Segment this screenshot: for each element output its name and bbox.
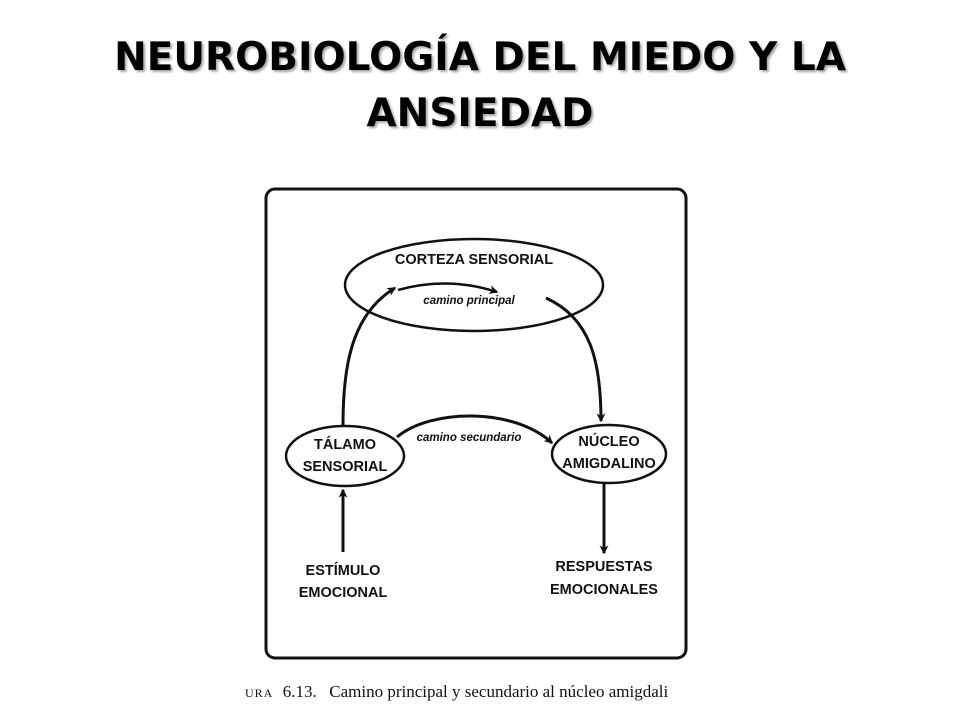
title-line-1: NEUROBIOLOGÍA DEL MIEDO Y LA bbox=[114, 35, 846, 80]
figure-caption: URA 6.13. Camino principal y secundario … bbox=[245, 682, 668, 701]
corteza-sensorial-label: CORTEZA SENSORIAL bbox=[395, 252, 553, 268]
caption-number: 6.13. bbox=[283, 682, 317, 701]
nucleo-amigdalino-node bbox=[550, 423, 668, 485]
respuestas-label-line-2: EMOCIONALES bbox=[550, 582, 658, 598]
arrow-corteza-to-nucleo bbox=[545, 296, 606, 423]
corteza-sensorial-node bbox=[343, 237, 605, 333]
estimulo-label-line-2: EMOCIONAL bbox=[299, 585, 388, 601]
talamo-sensorial-node bbox=[284, 424, 406, 488]
estimulo-label-line-1: ESTÍMULO bbox=[306, 562, 381, 579]
camino-secundario-label: camino secundario bbox=[417, 432, 522, 444]
respuestas-label-line-1: RESPUESTAS bbox=[555, 559, 653, 575]
caption-prefix: URA bbox=[245, 686, 273, 700]
nucleo-label-line-2: AMIGDALINO bbox=[562, 456, 655, 472]
caption-text: Camino principal y secundario al núcleo … bbox=[329, 682, 668, 701]
figure-frame bbox=[264, 187, 688, 660]
title-line-2: ANSIEDAD bbox=[366, 91, 594, 136]
nucleo-label-line-1: NÚCLEO bbox=[578, 432, 639, 450]
arrow-corteza-inner bbox=[397, 282, 499, 294]
arrow-talamo-to-nucleo bbox=[396, 414, 554, 445]
talamo-label-line-1: TÁLAMO bbox=[314, 436, 376, 453]
talamo-label-line-2: SENSORIAL bbox=[303, 459, 388, 475]
slide-title: NEUROBIOLOGÍA DEL MIEDO Y LA ANSIEDAD bbox=[40, 30, 920, 142]
camino-principal-label: camino principal bbox=[423, 295, 515, 307]
arrow-talamo-to-corteza bbox=[341, 286, 397, 426]
